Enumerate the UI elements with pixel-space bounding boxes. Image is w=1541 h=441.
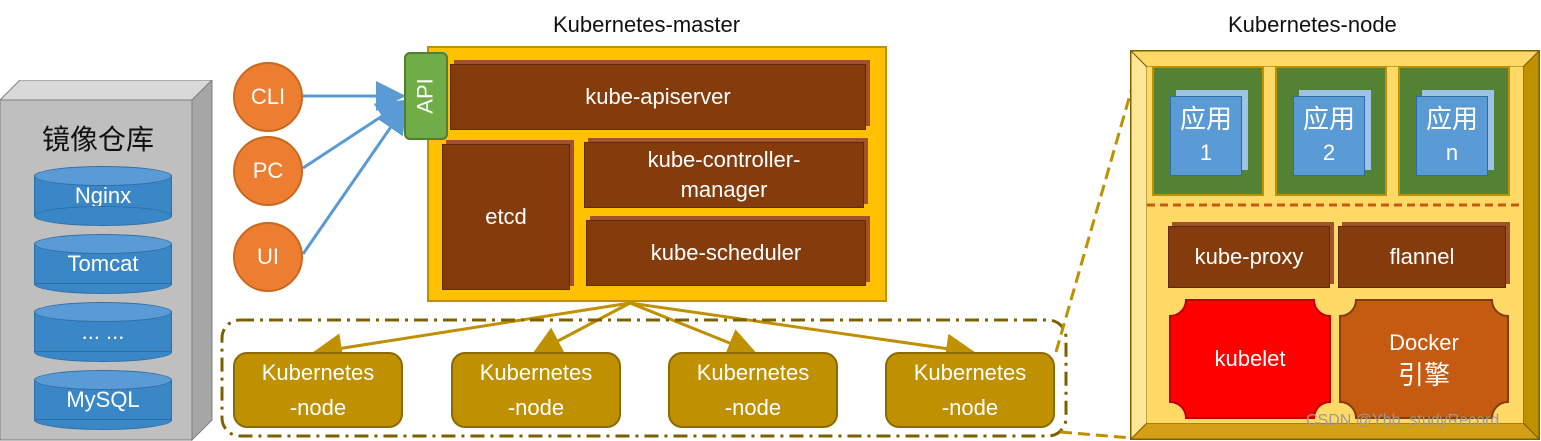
controller-line1: kube-controller- — [647, 147, 801, 172]
node-line2: -node — [289, 395, 347, 420]
app-n: 应用 n — [1416, 96, 1488, 176]
kubelet: kubelet — [1214, 346, 1286, 371]
image-nginx: Nginx — [34, 166, 172, 226]
registry-title: 镜像仓库 — [42, 124, 155, 155]
node-line1: Kubernetes — [479, 360, 593, 385]
zoom-line-bottom — [1059, 430, 1133, 440]
docker-shape — [1339, 299, 1509, 419]
kube-scheduler: kube-scheduler — [586, 220, 866, 286]
master-node3-arrow — [629, 301, 758, 357]
app-index: 1 — [1199, 140, 1213, 165]
app-2: 应用 2 — [1293, 96, 1365, 176]
client-pc: PC — [233, 136, 303, 206]
app-index: 2 — [1322, 140, 1336, 165]
app-label: 应用 — [1425, 104, 1478, 134]
image-ellipsis: ... ... — [34, 302, 172, 362]
app-1: 应用 1 — [1170, 96, 1242, 176]
zoom-line-top — [1054, 87, 1134, 353]
watermark: CSDN @Ybb_studyRecord — [1306, 412, 1500, 429]
node-2: Kubernetes -node — [451, 352, 621, 428]
app-label: 应用 — [1302, 104, 1355, 134]
pc-arrow — [302, 99, 408, 170]
node-line1: Kubernetes — [261, 360, 375, 385]
node-line2: -node — [507, 395, 565, 420]
flannel: flannel — [1338, 226, 1506, 288]
kube-apiserver: kube-apiserver — [450, 64, 866, 130]
node-line2: -node — [724, 395, 782, 420]
docker-line2: 引擎 — [1397, 360, 1450, 390]
api-label: API — [404, 52, 448, 140]
ui-arrow — [301, 103, 408, 255]
api-text: API — [413, 78, 438, 114]
kube-proxy: kube-proxy — [1168, 226, 1330, 288]
node-line1: Kubernetes — [696, 360, 810, 385]
node-1: Kubernetes -node — [233, 352, 403, 428]
master-node1-arrow — [312, 301, 631, 364]
app-index: n — [1445, 140, 1459, 165]
node-3: Kubernetes -node — [668, 352, 838, 428]
docker-engine: Docker 引擎 — [1338, 298, 1510, 420]
node-line2: -node — [941, 395, 999, 420]
kubelet-shape — [1169, 299, 1331, 419]
image-mysql: MySQL — [34, 370, 172, 430]
node-4: Kubernetes -node — [885, 352, 1055, 428]
image-tomcat: Tomcat — [34, 234, 172, 294]
master-title: Kubernetes-master — [553, 12, 741, 37]
master-node4-arrow — [629, 301, 976, 364]
master-node2-arrow — [531, 301, 631, 355]
controller-line2: manager — [680, 177, 768, 202]
client-ui: UI — [233, 222, 303, 292]
etcd: etcd — [442, 144, 570, 290]
kube-controller-manager: kube-controller- manager — [584, 142, 864, 208]
app-label: 应用 — [1179, 104, 1232, 134]
node-detail-title: Kubernetes-node — [1228, 12, 1397, 37]
docker-line1: Docker — [1389, 330, 1459, 355]
client-cli: CLI — [233, 62, 303, 132]
node-group-frame — [220, 318, 1068, 438]
node-line1: Kubernetes — [913, 360, 1027, 385]
